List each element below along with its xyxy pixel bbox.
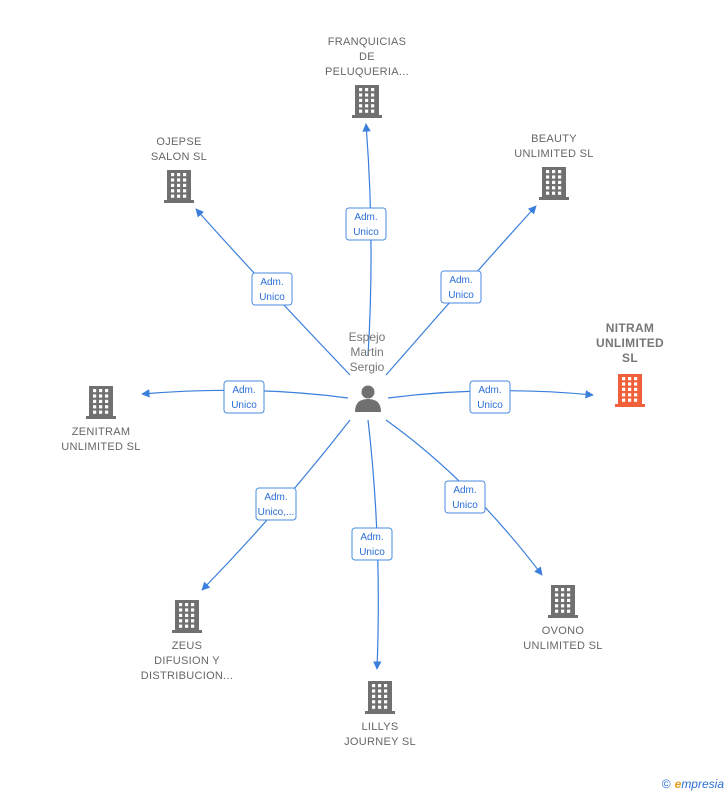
edge-role-text: Adm. [354,212,377,223]
edge-label-lillys[interactable]: Adm. Unico [351,527,393,561]
building-icon[interactable] [352,85,382,118]
company-name-text: ZEUS [172,640,203,652]
company-name-text: UNLIMITED [596,336,664,350]
company-name-text: SL [622,351,638,365]
building-icon[interactable] [365,681,395,714]
edge-role-text: Unico [452,500,478,511]
company-name-text: OJEPSE [156,136,201,148]
edge-role-text: Adm. [232,385,255,396]
copyright-icon: © [661,777,671,791]
company-name-text: BEAUTY [531,133,577,145]
edge-role-text: Unico [477,400,503,411]
company-name-text: UNLIMITED SL [523,640,602,652]
building-icon[interactable] [172,600,202,633]
edge-role-text: Adm. [478,385,501,396]
company-name-text: OVONO [542,625,585,637]
company-name-text: DISTRIBUCION... [141,670,234,682]
building-icon[interactable] [164,170,194,203]
edge-role-text: Adm. [360,532,383,543]
edge-label-beauty[interactable]: Adm. Unico [440,270,482,304]
company-node-ovono[interactable]: OVONO UNLIMITED SL [523,585,602,652]
building-icon[interactable] [548,585,578,618]
person-icon[interactable] [355,385,381,413]
footer-brand: ©empresia [662,777,724,791]
person-name-text: Espejo [349,330,386,344]
edge-label-nitram[interactable]: Adm. Unico [469,380,511,414]
company-node-franquicias[interactable]: FRANQUICIAS DE PELUQUERIA... [325,36,409,118]
company-name-text: NITRAM [606,321,654,335]
edge-role-text: Adm. [260,277,283,288]
company-name-text: UNLIMITED SL [61,441,140,453]
edge-label-franquicias[interactable]: Adm. Unico [345,207,387,241]
edge-role-text: Adm. [264,492,287,503]
edge-role-text: Unico [259,292,285,303]
person-name-text: Sergio [350,360,385,374]
edge-label-ovono[interactable]: Adm. Unico [444,480,486,514]
company-node-ojepse[interactable]: OJEPSE SALON SL [151,136,207,203]
company-name-text: SALON SL [151,151,207,163]
building-icon[interactable] [539,167,569,200]
company-name-text: ZENITRAM [72,426,131,438]
edge-role-text: Unico [359,547,385,558]
company-name-text: DE [359,51,375,63]
building-icon[interactable] [86,386,116,419]
company-node-zenitram[interactable]: ZENITRAM UNLIMITED SL [61,386,140,453]
edge-label-zenitram[interactable]: Adm. Unico [223,380,265,414]
brand-logo-text: mpresia [681,777,724,791]
edge-label-zeus[interactable]: Adm. Unico,... [255,487,297,521]
edge-label-ojepse[interactable]: Adm. Unico [251,272,293,306]
company-name-text: PELUQUERIA... [325,66,409,78]
edge-role-text: Unico [231,400,257,411]
brand-logo-e: e [674,777,682,791]
edge-role-text: Adm. [453,485,476,496]
company-name-text: DIFUSION Y [154,655,220,667]
person-name-text: Martin [350,345,383,359]
edge-labels-layer: Adm.UnicoAdm.UnicoAdm.UnicoAdm.UnicoAdm.… [223,207,511,561]
company-node-beauty[interactable]: BEAUTY UNLIMITED SL [514,133,593,200]
edge-role-text: Unico,... [258,507,295,518]
edge-role-text: Adm. [449,275,472,286]
company-name-text: JOURNEY SL [344,736,416,748]
company-name-text: UNLIMITED SL [514,148,593,160]
edge-role-text: Unico [353,227,379,238]
building-icon[interactable] [615,374,645,407]
company-name-text: FRANQUICIAS [328,36,406,48]
edge-role-text: Unico [448,290,474,301]
company-name-text: LILLYS [361,721,398,733]
nodes-layer: FRANQUICIAS DE PELUQUERIA... OJEPSE SALON SL… [61,36,664,748]
company-node-zeus[interactable]: ZEUS DIFUSION Y DISTRIBUCION... [141,600,234,682]
company-node-lillys[interactable]: LILLYS JOURNEY SL [344,681,416,748]
